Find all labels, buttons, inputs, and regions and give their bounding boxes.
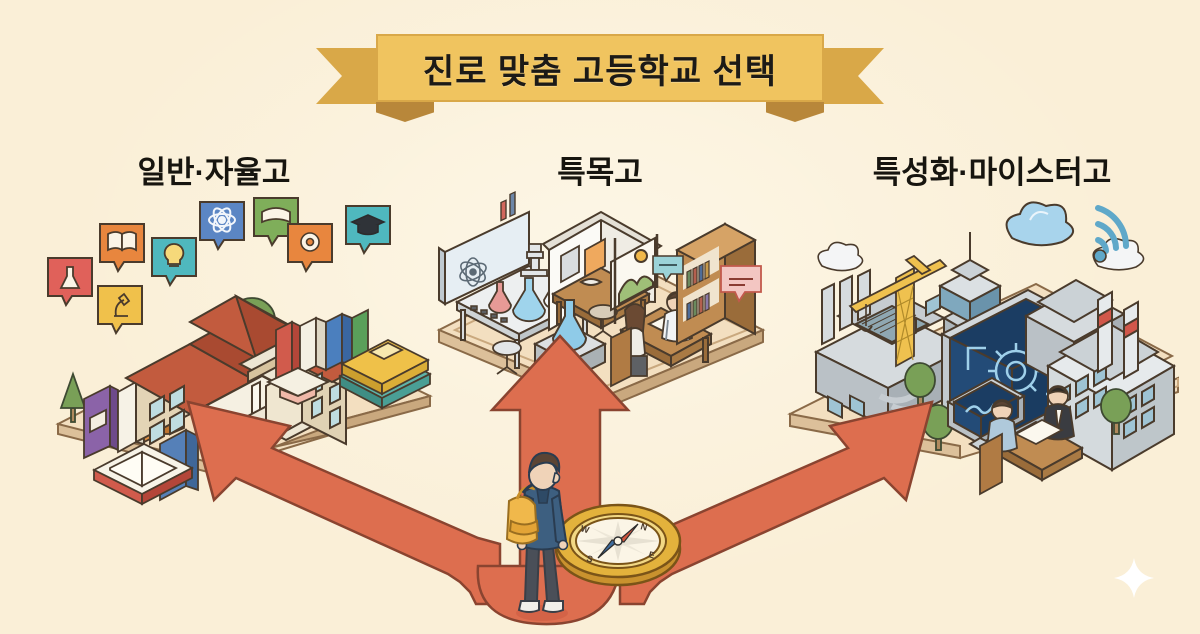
title-banner: 진로 맞춤 고등학교 선택 [316, 24, 880, 122]
bubble-icon-lightbulb [151, 237, 197, 286]
student-with-backpack [497, 443, 587, 623]
construction-crane [848, 254, 948, 368]
bubble-icon-flask [47, 257, 93, 306]
open-book [92, 442, 194, 506]
graduation-cap [265, 367, 331, 405]
three-path-arrows [0, 330, 1200, 634]
compass-directions: N E S W [579, 521, 656, 564]
compass: N E S W [552, 495, 684, 587]
svg-text:N: N [639, 521, 648, 532]
art-easel [610, 234, 659, 324]
atom-poster [438, 191, 530, 306]
column-heading-special-purpose: 특목고 [557, 155, 643, 190]
chair [979, 432, 1003, 496]
banner-tail-right [816, 48, 884, 104]
speech-bubble-teal [652, 255, 684, 283]
smoke-puff [817, 241, 864, 272]
wifi-dot-icon [1093, 249, 1107, 263]
laptop [1014, 418, 1064, 446]
book-row [275, 308, 369, 382]
bubble-icon-gear [287, 223, 333, 272]
hair [528, 451, 561, 474]
banner-band: 진로 맞춤 고등학교 선택 [376, 34, 824, 102]
tree [1100, 388, 1132, 435]
svg-text:E: E [647, 549, 656, 560]
hand-right [557, 539, 569, 551]
bubble-icon-open-book [253, 197, 299, 246]
science-lab-art-studio-scene [425, 190, 775, 420]
flask-blue [512, 277, 546, 323]
bubble-icon-microscope [97, 285, 143, 334]
compass-pivot [613, 536, 623, 546]
bubble-icon-atom [199, 201, 245, 250]
column-heading-vocational: 특성화·마이스터고 [872, 155, 1112, 190]
arrow-to-vocational [618, 400, 934, 606]
industrial-tech-complex-scene [780, 196, 1180, 496]
column-heading-general: 일반·자율고 [137, 155, 291, 190]
ear [552, 472, 561, 484]
wifi-icon [1095, 205, 1129, 254]
stool [492, 340, 522, 375]
tree [59, 371, 87, 423]
svg-text:S: S [585, 553, 594, 564]
book-stack [338, 338, 432, 410]
speech-bubble-pink [720, 265, 762, 303]
page-title: 진로 맞춤 고등학교 선택 [422, 52, 778, 91]
svg-text:W: W [579, 523, 590, 535]
arrow-to-general [186, 400, 502, 606]
specimen-tray [470, 305, 508, 323]
microscope [520, 243, 548, 277]
shoes [517, 600, 564, 613]
bubble-icon-graduation-cap [345, 205, 391, 254]
bubble-icon-book [99, 223, 145, 272]
chair [610, 326, 632, 388]
tree [904, 362, 936, 409]
smokestacks-right [1097, 290, 1139, 380]
sparkle-icon [1112, 556, 1156, 600]
cloud-icon [1005, 201, 1074, 247]
banner-tail-left [316, 48, 384, 104]
legs [523, 541, 561, 602]
flask-red [488, 281, 512, 314]
